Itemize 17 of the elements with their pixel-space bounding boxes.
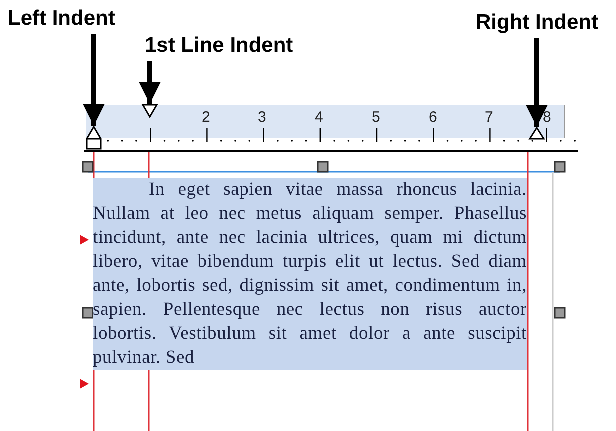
ruler-number: 5 [372, 110, 380, 126]
ruler-number: 3 [258, 110, 266, 126]
ruler-number: 4 [315, 110, 324, 126]
ruler-number: 8 [543, 110, 552, 126]
arrow [83, 34, 105, 126]
paragraph-text: In eget sapien vitae massa rhoncus lacinia. Nullam at leo nec metus aliquam semper. Phasellus tincidunt, ante nec lacinia ultrices, quam mi dictum libero, vitae bibendum turpis elit ut lectus. Sed diam ante, lobortis sed, dignissim sit amet, condimentum in, sapien. Pellentesque nec lectus non risus auctor lobortis. Vestibulum sit amet dolor a ante suscipit pulvinar. Sed [93, 178, 527, 370]
indent-marker [86, 126, 102, 150]
arrow [526, 38, 548, 127]
indent-marker [529, 127, 545, 140]
callout-label: Right Indent [476, 10, 598, 36]
ruler-number: 2 [202, 110, 210, 126]
callout-label: 1st Line Indent [145, 33, 294, 59]
ruler-number: 7 [485, 110, 494, 126]
indent-marker [142, 104, 158, 118]
arrow [139, 61, 161, 104]
ruler-number: 6 [429, 110, 438, 126]
callout-label: Left Indent [8, 6, 116, 32]
